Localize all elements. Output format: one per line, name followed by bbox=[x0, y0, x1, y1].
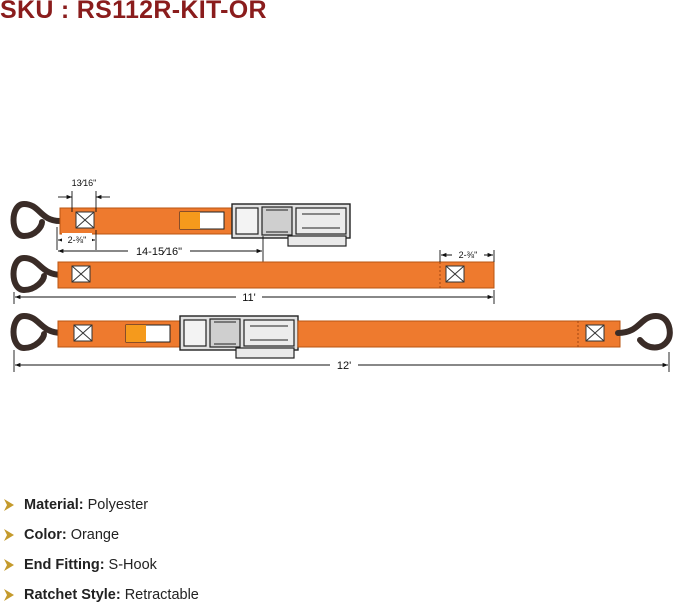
strap-1 bbox=[10, 200, 351, 247]
s-hook-icon bbox=[10, 312, 65, 352]
dimension-strap-1: 14-15⁄16" bbox=[58, 236, 264, 262]
spec-item-end-fitting: End Fitting: S-Hook bbox=[4, 550, 199, 580]
stitch-offset-label: 2-⅜" bbox=[68, 235, 87, 245]
dimension-stitch-width: 13⁄16" bbox=[58, 178, 110, 212]
spec-item-material: Material: Polyester bbox=[4, 490, 199, 520]
strap-3-length-label: 12' bbox=[337, 360, 351, 372]
spec-key: End Fitting: bbox=[24, 557, 105, 573]
spec-value: Polyester bbox=[87, 497, 149, 513]
dimension-loop-end: 2-⅜" bbox=[439, 248, 495, 262]
chevron-right-icon bbox=[4, 529, 14, 541]
spec-key: Material: bbox=[24, 497, 84, 513]
strap-diagram: 13⁄16" 2-⅜" 14-15⁄16" 2-⅜" 11' bbox=[10, 178, 673, 372]
spec-value: Retractable bbox=[124, 587, 199, 603]
strap-1-length-label: 14-15⁄16" bbox=[136, 246, 182, 258]
spec-list: Material: Polyester Color: Orange End Fi… bbox=[4, 490, 199, 610]
strap-2 bbox=[10, 254, 495, 294]
dimension-strap-3: 12' bbox=[13, 350, 670, 372]
spec-value: Orange bbox=[70, 527, 120, 543]
dimension-stitch-offset: 2-⅜" bbox=[56, 227, 97, 250]
sku-title: SKU : RS112R-KIT-OR bbox=[0, 0, 267, 24]
chevron-right-icon bbox=[4, 499, 14, 511]
spec-item-ratchet-style: Ratchet Style: Retractable bbox=[4, 580, 199, 610]
strap-3 bbox=[10, 312, 673, 359]
s-hook-icon bbox=[10, 200, 63, 240]
dimension-strap-2: 11' bbox=[13, 290, 495, 304]
spec-value: S-Hook bbox=[108, 557, 157, 573]
ratchet-icon bbox=[179, 315, 299, 359]
chevron-right-icon bbox=[4, 559, 14, 571]
spec-key: Ratchet Style: bbox=[24, 587, 121, 603]
spec-key: Color: bbox=[24, 527, 67, 543]
s-hook-icon bbox=[10, 254, 65, 294]
strap-2-length-label: 11' bbox=[242, 292, 256, 304]
s-hook-icon bbox=[615, 312, 673, 351]
chevron-right-icon bbox=[4, 589, 14, 601]
ratchet-icon bbox=[231, 203, 351, 247]
spec-item-color: Color: Orange bbox=[4, 520, 199, 550]
stitch-width-label: 13⁄16" bbox=[72, 178, 97, 188]
loop-end-label: 2-⅜" bbox=[459, 250, 478, 260]
